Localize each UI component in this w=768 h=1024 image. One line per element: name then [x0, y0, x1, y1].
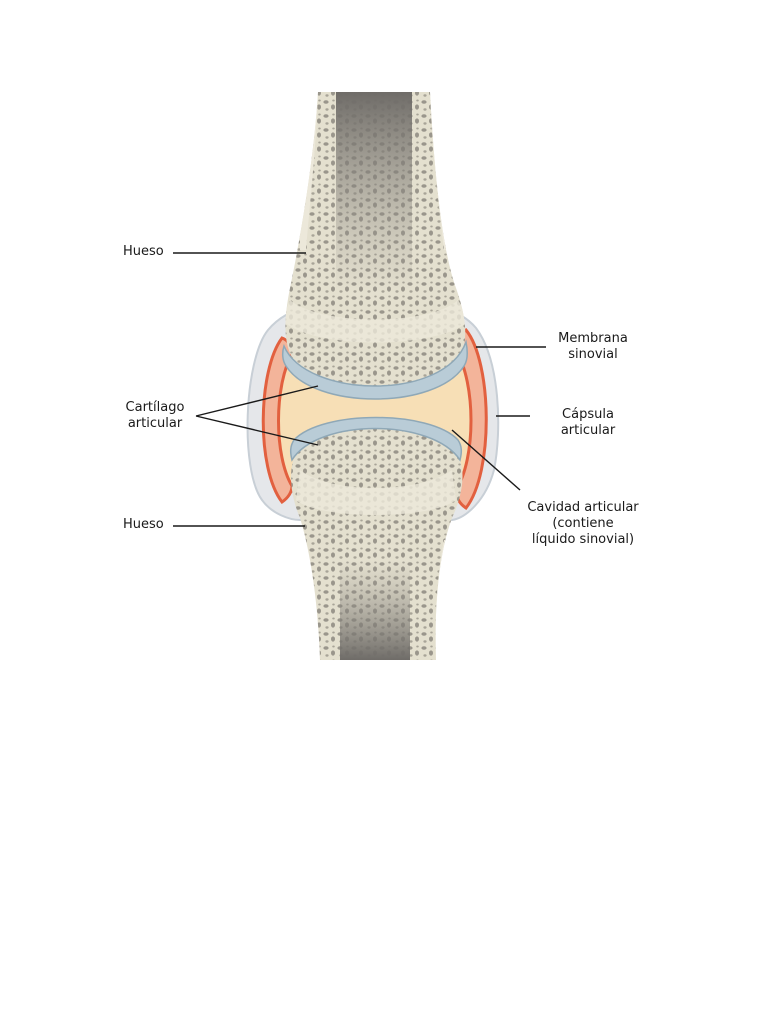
articular-cartilage-bottom: [289, 416, 463, 462]
articular-cartilage-top: [281, 339, 469, 400]
leader-cartilage-top: [195, 385, 319, 417]
bone-top: [285, 92, 466, 390]
label-synovial-membrane: Membrana sinovial: [558, 331, 628, 362]
label-bone-top: Hueso: [123, 244, 164, 259]
leader-cartilage-bottom: [195, 415, 319, 446]
leader-lines: [173, 252, 546, 527]
label-joint-cavity: Cavidad articular (contiene líquido sino…: [527, 500, 639, 547]
label-bone-bottom: Hueso: [123, 517, 164, 532]
leader-cavity: [451, 429, 521, 491]
bone-bottom: [291, 427, 463, 660]
label-joint-capsule: Cápsula articular: [560, 407, 616, 438]
label-articular-cartilage: Cartílago articular: [125, 400, 185, 431]
